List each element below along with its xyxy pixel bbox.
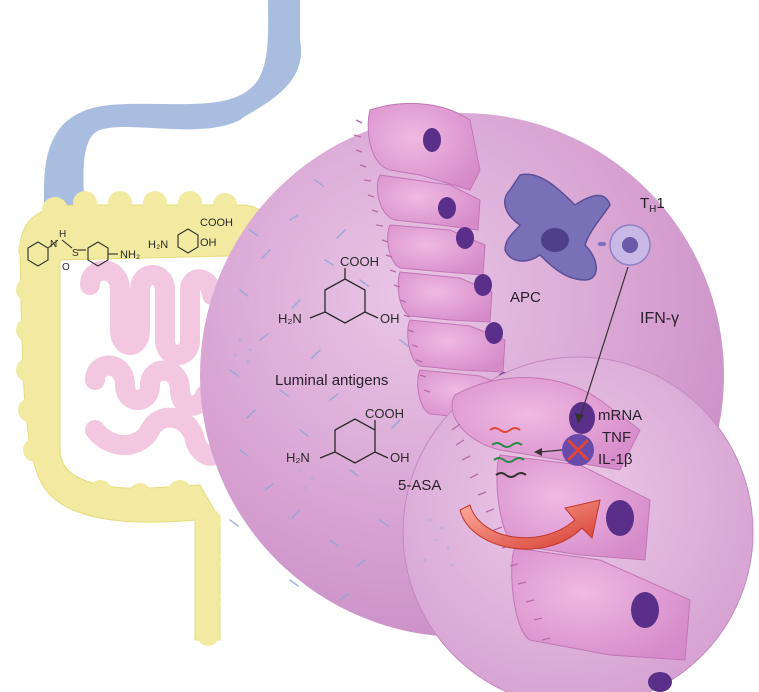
chem-lower-h2n: H₂N [286, 450, 310, 465]
chem-top-h2n: H₂N [148, 239, 168, 251]
5-asa-label: 5-ASA [398, 477, 441, 494]
chem-top-oh: OH [200, 237, 217, 249]
tnf-label: TNF [602, 429, 631, 446]
chem-upper-cooh: COOH [340, 254, 379, 269]
chem-top-nh2: NH₂ [120, 249, 140, 261]
chem-top-cooh: COOH [200, 217, 233, 229]
apc-label: APC [510, 289, 541, 306]
chem-lower-oh: OH [390, 450, 410, 465]
apc-nucleus [541, 228, 569, 252]
th1-nucleus [622, 237, 638, 253]
chem-top-o: O [62, 262, 70, 273]
chem-lower-cooh: COOH [365, 406, 404, 421]
chem-top-s: S [72, 248, 79, 259]
luminal-antigens-label: Luminal antigens [275, 372, 388, 389]
chem-upper-h2n: H₂N [278, 311, 302, 326]
il1b-label: IL-1β [598, 451, 633, 468]
chem-top-h: H [59, 229, 66, 240]
chem-top-n: N [50, 239, 57, 250]
chem-upper-oh: OH [380, 311, 400, 326]
ifn-gamma-label: IFN-γ [640, 310, 679, 327]
mrna-label: mRNA [598, 407, 642, 424]
